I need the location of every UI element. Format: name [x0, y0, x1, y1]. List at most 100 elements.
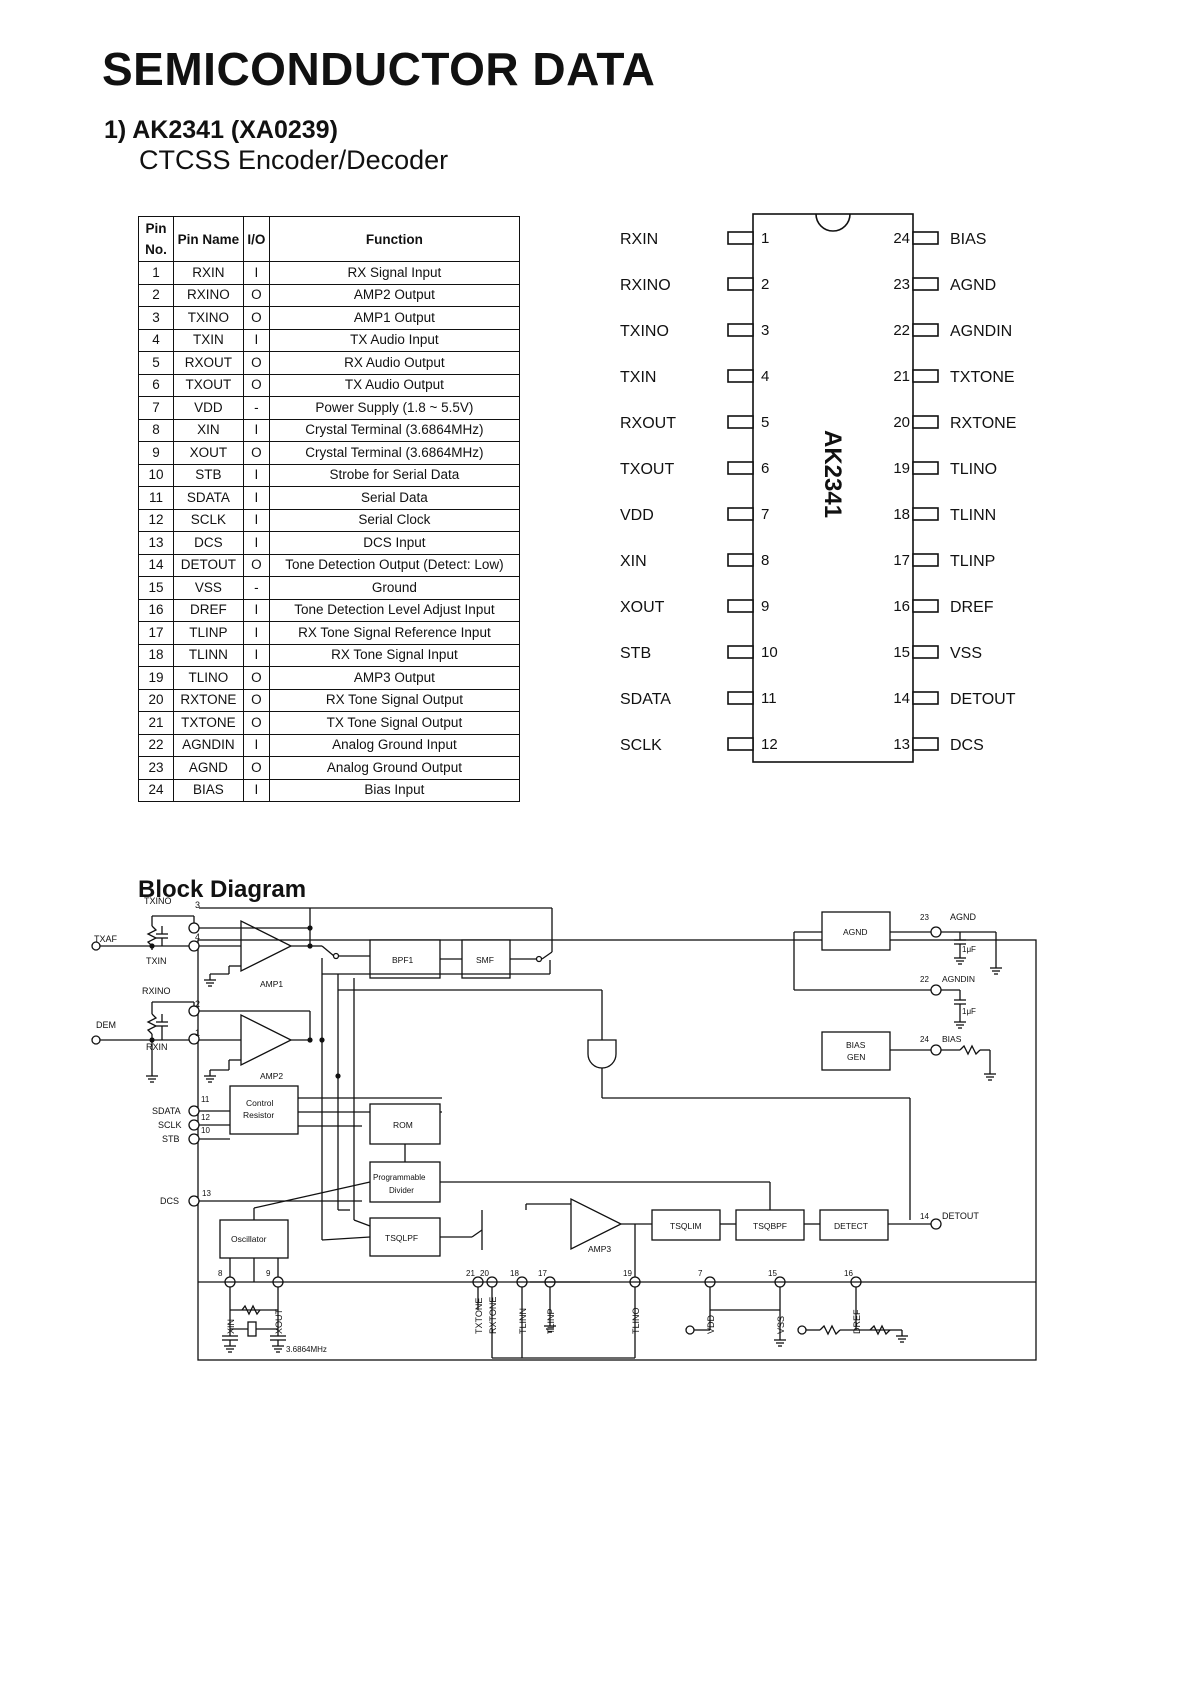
wire [253, 1181, 371, 1209]
pin-name-label: AGNDIN [950, 323, 1012, 340]
pin-function-cell: TX Audio Input [268, 328, 521, 352]
pin-lead [912, 553, 939, 567]
vdd-terminal [685, 1325, 695, 1335]
pin-function-cell: RX Audio Output [268, 351, 521, 375]
pin-number: 17 [538, 1269, 547, 1278]
pin-name-cell: DREF [172, 598, 244, 622]
signal-label: TLINO [631, 1307, 641, 1334]
pin-name-cell: TLINN [172, 643, 244, 667]
signal-label: TXTONE [474, 1298, 484, 1334]
pin-function-cell: RX Tone Signal Output [268, 688, 521, 712]
part-subtitle: CTCSS Encoder/Decoder [139, 145, 449, 175]
pin-name-cell: SCLK [172, 508, 244, 532]
pin-number-label: 10 [761, 644, 778, 661]
pin-name-label: TXTONE [950, 369, 1015, 386]
pin-name-cell: DETOUT [172, 553, 244, 577]
pin-function-cell: DCS Input [268, 531, 521, 555]
pin-io-cell: O [242, 283, 270, 307]
signal-label: STB [162, 1134, 180, 1144]
divider-label-1: Programmable [373, 1173, 426, 1182]
pin-io-cell: O [242, 756, 270, 780]
pin-number: 22 [920, 975, 929, 984]
pin-function-cell: Crystal Terminal (3.6864MHz) [268, 418, 521, 442]
resistor-symbol [146, 925, 158, 947]
pin-lead [912, 415, 939, 429]
pin-function-cell: TX Tone Signal Output [268, 711, 521, 735]
pin-lead [727, 599, 754, 613]
pin-name-cell: VSS [172, 576, 244, 600]
pin-lead [912, 323, 939, 337]
pin-number: 2 [195, 999, 200, 1009]
pin-number-label: 24 [893, 230, 910, 247]
agnd-label: AGND [843, 927, 868, 937]
signal-label: BIAS [942, 1034, 962, 1044]
pin-number-label: 2 [761, 276, 769, 293]
block-diagram: 3TXINO4TXAFTXIN2RXINO1DEMRXIN11SDATA12SC… [91, 896, 1037, 1361]
header-function: Function [268, 216, 521, 262]
signal-label: TLINP [546, 1308, 556, 1334]
pin-io-cell: O [242, 373, 270, 397]
pin-number-label: 6 [761, 460, 769, 477]
crystal-value: 3.6864MHz [286, 1345, 327, 1354]
pin-number: 24 [920, 1035, 929, 1044]
pin-terminal [930, 984, 942, 996]
pin-no-cell: 5 [138, 351, 174, 375]
pin-io-cell: I [242, 598, 270, 622]
pin-io-cell: I [242, 778, 270, 802]
pin-no-cell: 8 [138, 418, 174, 442]
pin-number-label: 4 [761, 368, 769, 385]
pin-function-cell: Analog Ground Input [268, 733, 521, 757]
pin-name-label: XOUT [620, 599, 665, 616]
tsqlpf-label: TSQLPF [385, 1233, 418, 1243]
switch-contact [535, 955, 543, 963]
pin-number-label: 23 [893, 276, 910, 293]
signal-label: RXTONE [488, 1297, 498, 1334]
signal-label: TXIN [146, 956, 167, 966]
pin-number-label: 15 [893, 644, 910, 661]
pin-name-label: DREF [950, 599, 994, 616]
tsqbpf-label: TSQBPF [753, 1221, 787, 1231]
pin-no-cell: 10 [138, 463, 174, 487]
pin-name-label: TXIN [620, 369, 656, 386]
pin-function-cell: AMP3 Output [268, 666, 521, 690]
pin-lead [912, 507, 939, 521]
pin-no-cell: 21 [138, 711, 174, 735]
pin-lead [912, 461, 939, 475]
pin-function-cell: Ground [268, 576, 521, 600]
amp3-symbol [570, 1197, 623, 1251]
signal-label: AGND [950, 912, 977, 922]
pin-io-cell: I [242, 486, 270, 510]
tsqlim-block [651, 1209, 721, 1241]
pin-io-cell: I [242, 463, 270, 487]
pin-name-cell: TLINO [172, 666, 244, 690]
pin-name-cell: TXINO [172, 306, 244, 330]
ic-body [752, 213, 914, 763]
pin-number-label: 19 [893, 460, 910, 477]
header-pin-name: Pin Name [172, 216, 244, 262]
pin-name-label: DETOUT [950, 691, 1016, 708]
pin-lead [727, 507, 754, 521]
pin-lead [727, 369, 754, 383]
pin-table-header: Pin No. Pin Name I/O Function [138, 216, 521, 262]
signal-label: DCS [160, 1196, 179, 1206]
signal-label: XIN [226, 1319, 236, 1334]
pin-io-cell: I [242, 733, 270, 757]
pin-no-cell: 12 [138, 508, 174, 532]
block-diagram-title: Block Diagram [138, 876, 307, 903]
pin-name-label: AGND [950, 277, 996, 294]
pin-number: 23 [920, 913, 929, 922]
wire [353, 1219, 371, 1227]
pin-lead [912, 737, 939, 751]
pin-number-label: 20 [893, 414, 910, 431]
signal-label: XOUT [274, 1308, 284, 1334]
resistor-symbol [869, 1324, 891, 1336]
resistor-symbol [959, 1044, 981, 1056]
pin-number: 8 [218, 1269, 223, 1278]
